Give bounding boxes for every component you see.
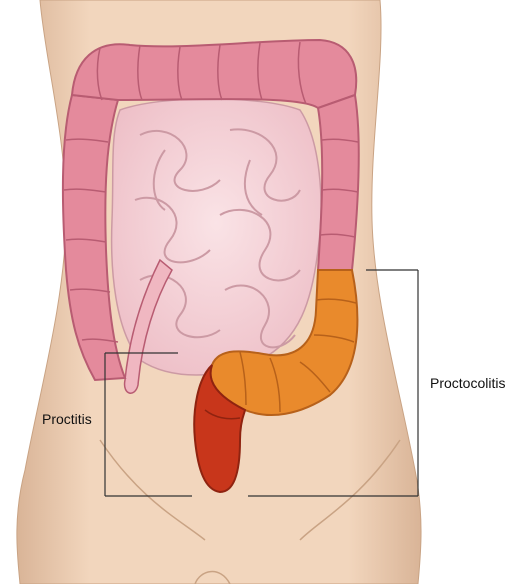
- colon-transverse: [72, 40, 356, 108]
- colon-descending-upper: [318, 95, 359, 270]
- proctitis-label: Proctitis: [42, 411, 92, 427]
- proctocolitis-label: Proctocolitis: [430, 375, 505, 391]
